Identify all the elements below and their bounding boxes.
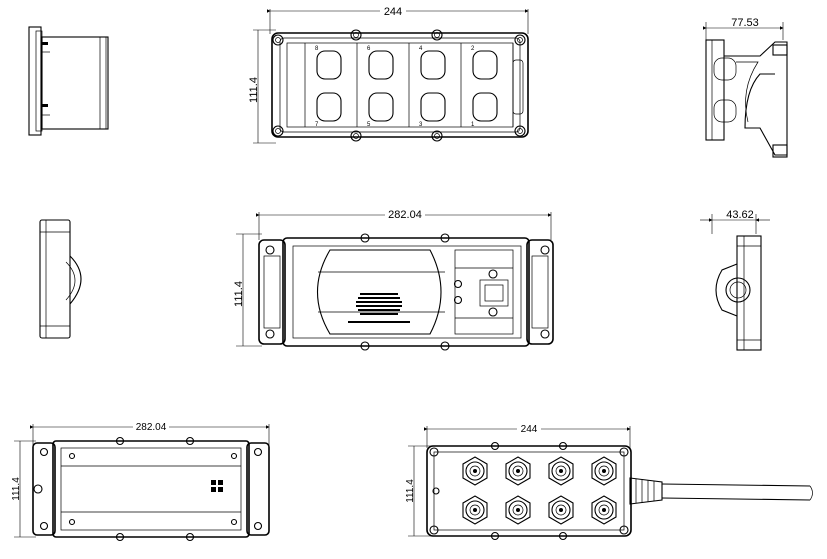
dim-side-depth: 77.53 <box>731 17 759 29</box>
dim-side-depth-small: 43.62 <box>726 209 754 221</box>
port-number: 6 <box>367 46 371 52</box>
dim-mid-height: 111.4 <box>233 281 245 307</box>
port-number: 2 <box>471 46 475 52</box>
side-view-top-right: 77.53 <box>703 17 788 158</box>
logo-mark <box>211 480 223 492</box>
m12-connectors <box>462 456 617 525</box>
top-view-ports: 244 111.4 8 6 4 2 7 5 3 1 <box>248 5 529 144</box>
bottom-view-left: 282.04 111.4 <box>11 421 270 542</box>
port-number: 5 <box>367 122 371 128</box>
port-number: 1 <box>471 122 475 128</box>
dim-bottom-left-width: 282.04 <box>136 422 167 433</box>
dim-bottom-left-height: 111.4 <box>11 477 22 501</box>
port-number: 8 <box>315 46 319 52</box>
dim-bottom-right-height: 111.4 <box>405 479 416 503</box>
side-view-mid-right: 43.62 <box>700 209 770 351</box>
bottom-view-mid: 282.04 111.4 <box>233 208 554 351</box>
dim-mid-width: 282.04 <box>388 209 422 221</box>
port-number: 3 <box>419 122 423 128</box>
port-number: 4 <box>419 46 423 52</box>
side-view-mid-left <box>39 219 82 339</box>
port-number: 7 <box>315 122 319 128</box>
top-view-connectors: 244 111.4 <box>405 423 813 541</box>
dim-bottom-right-width: 244 <box>521 424 538 435</box>
side-view-top-left <box>28 26 109 136</box>
dim-top-height: 111.4 <box>248 77 260 103</box>
dim-top-width: 244 <box>384 6 402 18</box>
vent-slots <box>348 293 410 323</box>
cable-gland <box>629 477 813 505</box>
